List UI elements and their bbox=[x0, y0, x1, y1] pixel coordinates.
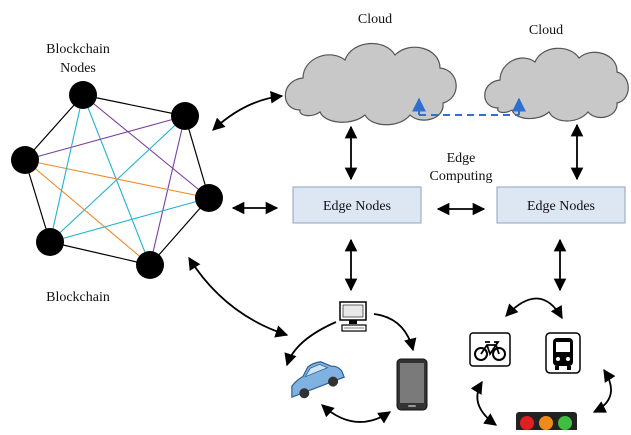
arrow-cycle-bus-traffic bbox=[592, 368, 616, 413]
traffic-light-icon bbox=[516, 412, 577, 432]
edge-computing-label-line2: Computing bbox=[429, 169, 492, 184]
arrow-cycle-computer-car bbox=[284, 321, 337, 367]
blockchain-network bbox=[11, 81, 223, 279]
edge-nodes-right-box bbox=[496, 186, 626, 224]
edge-nodes-left-box bbox=[292, 186, 422, 224]
arrow-cycle-bike-bus bbox=[505, 297, 563, 320]
blockchain-label: Blockchain bbox=[46, 290, 110, 305]
blockchain-nodes-label-line2: Nodes bbox=[60, 61, 96, 76]
blockchain-node bbox=[36, 228, 64, 256]
blockchain-node bbox=[171, 102, 199, 130]
cloud-left bbox=[284, 42, 457, 126]
blockchain-node bbox=[136, 251, 164, 279]
bicycle-icon bbox=[469, 332, 511, 367]
arrow-cycle-bike-traffic bbox=[470, 380, 498, 426]
edge-computing-label-line1: Edge bbox=[447, 151, 476, 166]
car-icon bbox=[291, 361, 345, 399]
cloud-right-label: Cloud bbox=[529, 23, 563, 38]
smartphone-icon bbox=[396, 358, 428, 411]
blockchain-node bbox=[195, 184, 223, 212]
edge-nodes-left-label: Edge Nodes bbox=[323, 199, 391, 214]
blockchain-node bbox=[11, 146, 39, 174]
cloud-to-cloud-link bbox=[412, 97, 526, 116]
edge-nodes-right-label: Edge Nodes bbox=[527, 199, 595, 214]
arrow-blockchain-devices bbox=[188, 256, 289, 338]
bus-icon bbox=[545, 332, 581, 374]
arrow-cycle-car-phone bbox=[321, 404, 392, 424]
cloud-left-label: Cloud bbox=[358, 12, 392, 27]
computer-icon bbox=[339, 301, 367, 332]
arrow-cycle-computer-phone bbox=[373, 313, 417, 352]
blockchain-node bbox=[69, 81, 97, 109]
cloud-right bbox=[484, 47, 629, 122]
blockchain-nodes-label-line1: Blockchain bbox=[46, 42, 110, 57]
arrow-blockchain-cloud bbox=[212, 90, 284, 131]
